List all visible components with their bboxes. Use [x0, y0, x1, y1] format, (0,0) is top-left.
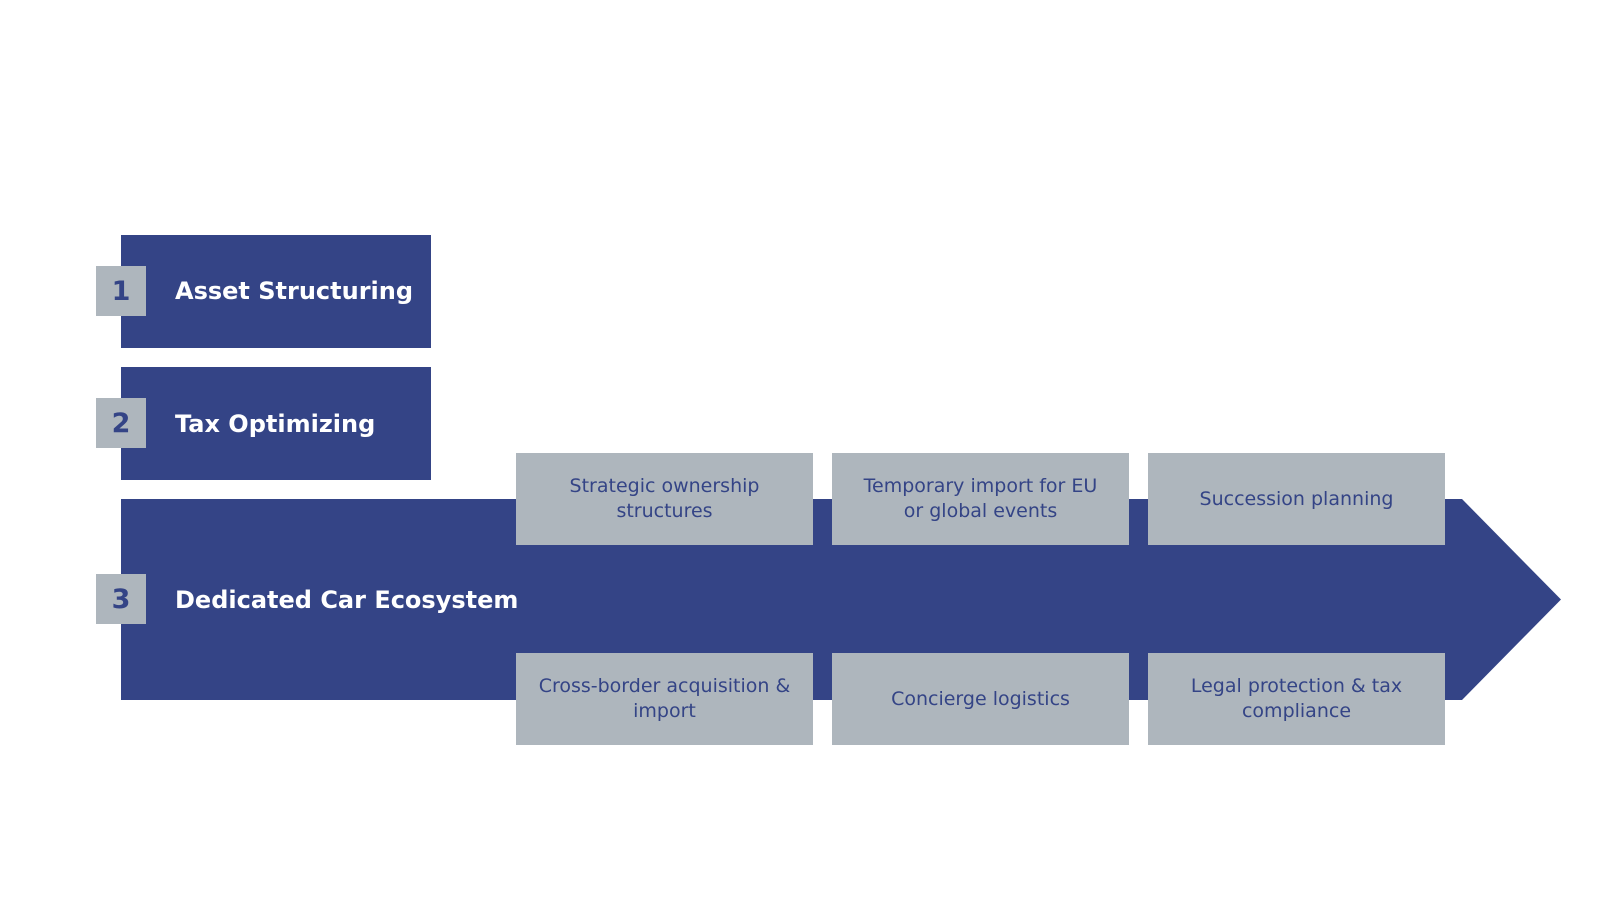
ecosystem-box-label: Cross-border acquisition & import [538, 675, 791, 722]
step-2-label: Tax Optimizing [175, 410, 376, 438]
step-1-label: Asset Structuring [175, 277, 414, 305]
step-2-bar [121, 367, 431, 480]
ecosystem-box-label: Temporary import for EU or global events [863, 475, 1098, 522]
ecosystem-box-label: Strategic ownership structures [569, 475, 760, 522]
ecosystem-box-label: Concierge logistics [891, 687, 1070, 710]
ecosystem-box-cross-border-acquisition: Cross-border acquisition & import [516, 653, 813, 745]
step-1-bar [121, 235, 431, 348]
ecosystem-box-succession-planning: Succession planning [1148, 453, 1445, 545]
step-3-label: Dedicated Car Ecosystem [175, 586, 519, 614]
step-2-number-badge: 2 [96, 398, 146, 448]
ecosystem-box-concierge-logistics: Concierge logistics [832, 653, 1129, 745]
ecosystem-box-label: Legal protection & tax compliance [1190, 675, 1403, 722]
ecosystem-box-ownership-structures: Strategic ownership structures [516, 453, 813, 545]
ecosystem-box-temporary-import: Temporary import for EU or global events [832, 453, 1129, 545]
step-3-number-badge: 3 [96, 574, 146, 624]
ecosystem-box-legal-protection: Legal protection & tax compliance [1148, 653, 1445, 745]
step-1-number-badge: 1 [96, 266, 146, 316]
ecosystem-box-label: Succession planning [1199, 487, 1394, 510]
